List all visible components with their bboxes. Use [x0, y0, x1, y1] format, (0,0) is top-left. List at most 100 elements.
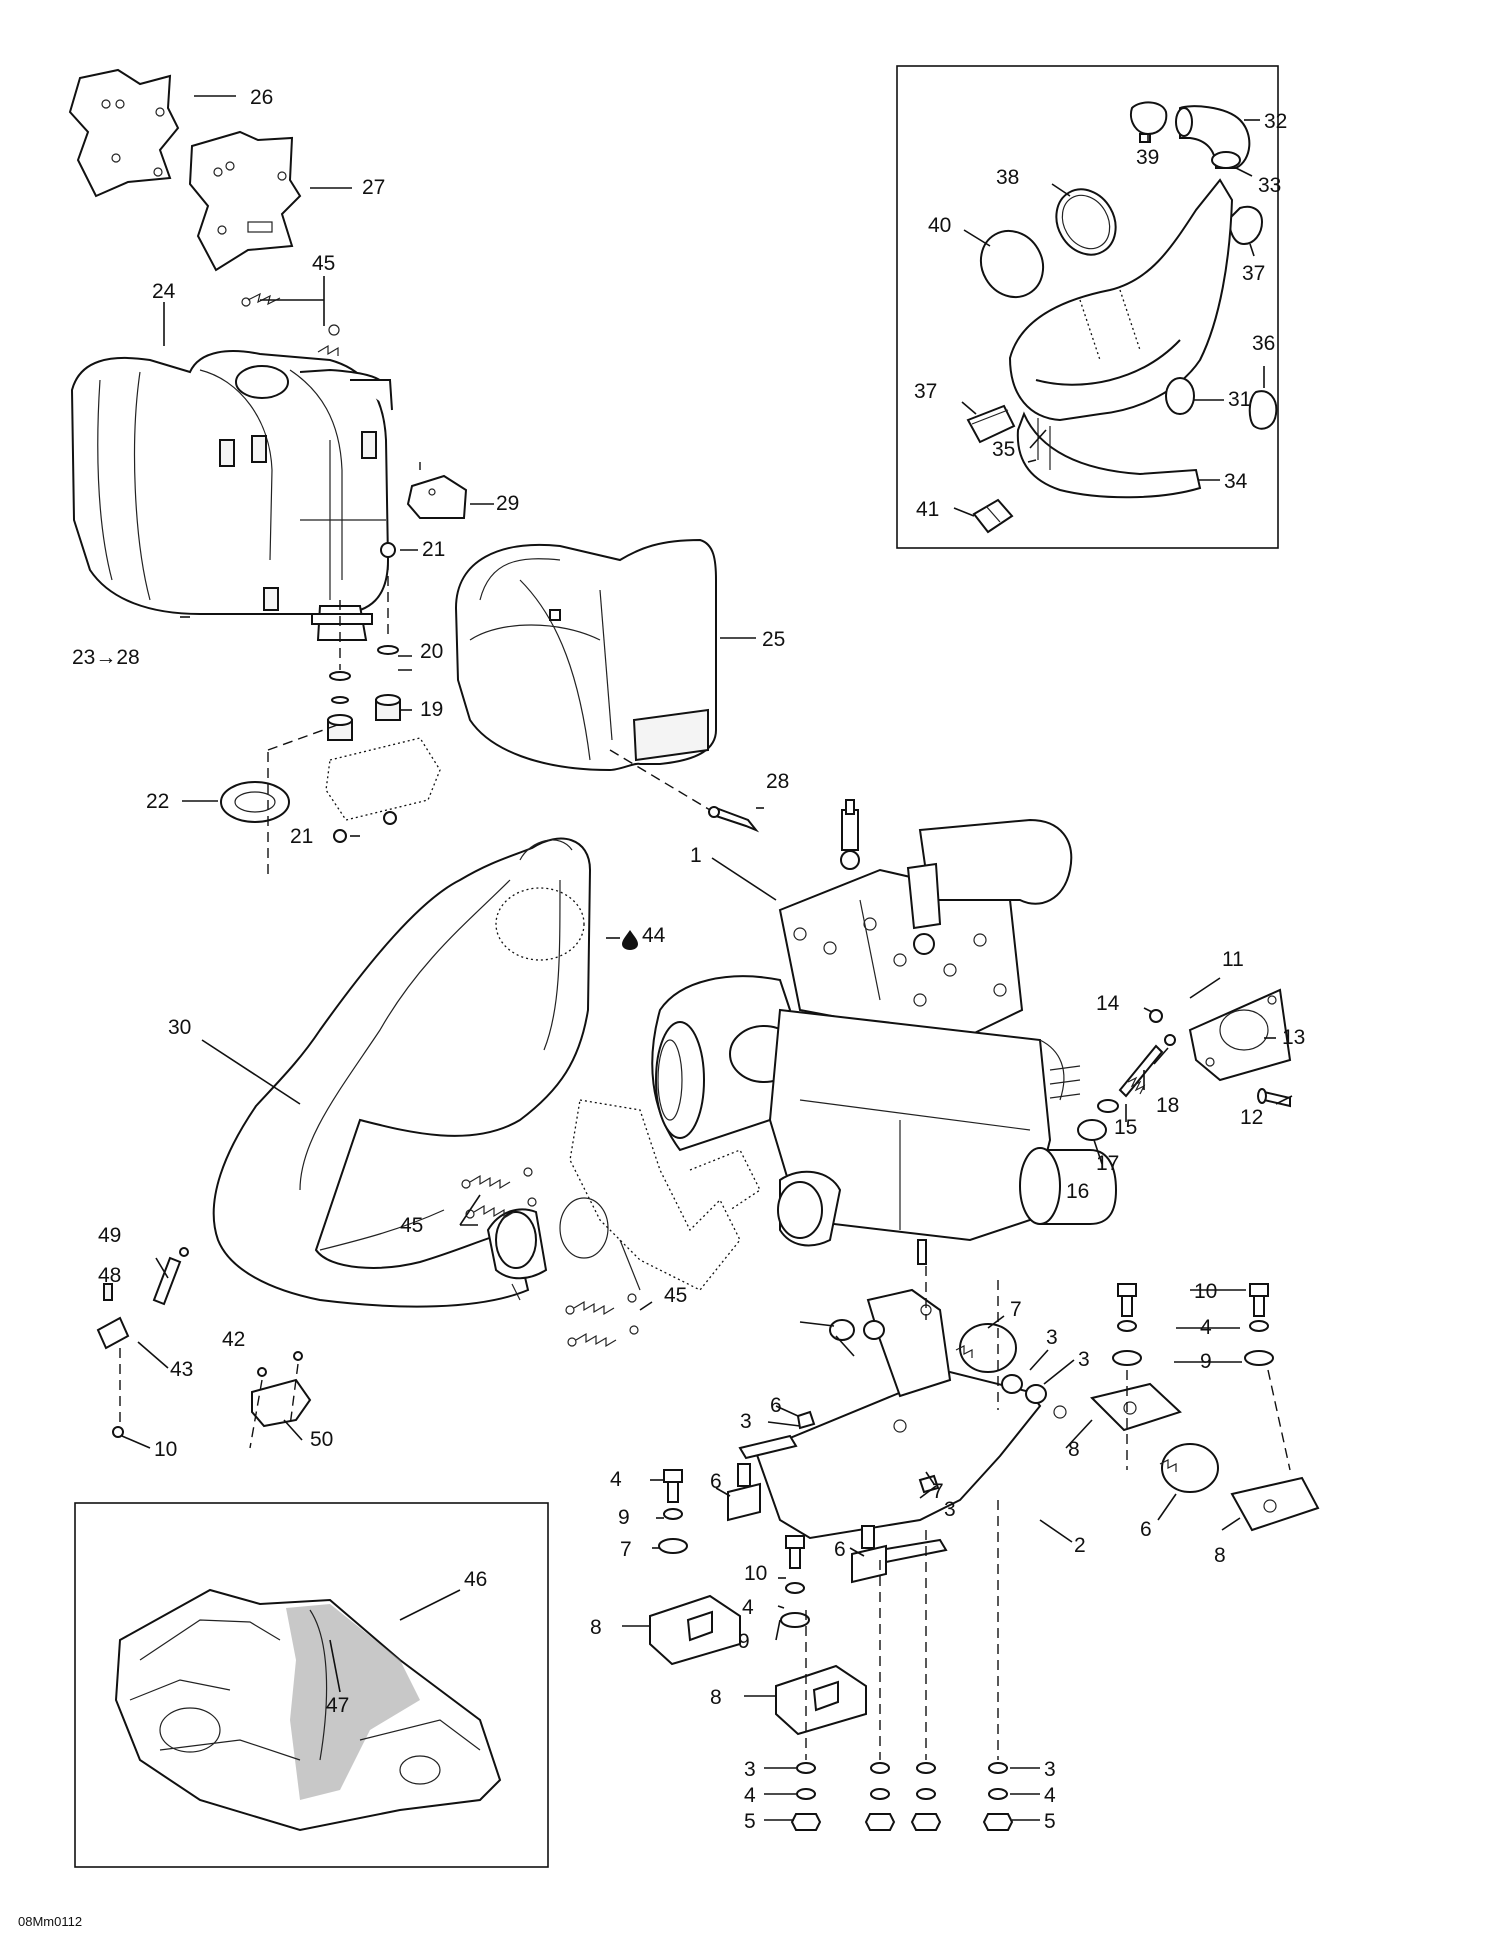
- heat-shield-assembly: [114, 1588, 502, 1832]
- muffler-24: [70, 350, 393, 641]
- callout-label: 47: [326, 1694, 349, 1717]
- callout-label: 34: [1224, 470, 1248, 493]
- leader-28-dash: [609, 749, 711, 811]
- bracket-42: [249, 1351, 312, 1449]
- callout-label: 32: [1264, 110, 1287, 133]
- ring-38: [1055, 188, 1117, 256]
- callout-label: 20: [420, 640, 443, 663]
- left-pipe-hardware: [96, 1247, 189, 1438]
- callout-label: 44: [642, 924, 666, 947]
- tension-parts-12-18: [1077, 1009, 1291, 1141]
- clamp-37-left: [966, 404, 1016, 444]
- callout-label: 18: [1156, 1094, 1179, 1117]
- spring-pair-45-lower: [565, 1293, 639, 1348]
- bolt-stack-left: [658, 1469, 810, 1628]
- callout-label: 46: [464, 1568, 487, 1591]
- muffler-mount-hardware: [220, 462, 441, 880]
- clamp-37-top: [1228, 205, 1264, 246]
- pad-41: [972, 498, 1014, 534]
- spring-pair-45-middle: [461, 1167, 537, 1220]
- callout-label: 5: [1044, 1810, 1056, 1833]
- callout-label: 4: [742, 1596, 754, 1619]
- callout-label: 45: [664, 1284, 687, 1307]
- callout-label: 4: [744, 1784, 756, 1807]
- callout-label: 25: [762, 628, 785, 651]
- callout-label: 14: [1096, 992, 1120, 1015]
- callout-label: 23→28: [72, 646, 140, 669]
- coupler-32-33: [1175, 105, 1251, 169]
- callout-label: 7: [620, 1538, 632, 1561]
- callout-label: 10: [1194, 1280, 1217, 1303]
- callout-label: 22: [146, 790, 169, 813]
- callout-label: 31: [1228, 388, 1251, 411]
- callout-label: 4: [1200, 1316, 1212, 1339]
- callout-label: 1: [690, 844, 702, 867]
- clamp-36: [1248, 390, 1278, 430]
- callout-label: 41: [916, 498, 939, 521]
- muffler-cover-25: [454, 538, 717, 772]
- engine-rubber-mounts: [727, 1319, 1219, 1584]
- callout-label: 3: [744, 1758, 756, 1781]
- callout-label: 36: [1252, 332, 1275, 355]
- callout-label: 10: [744, 1562, 767, 1585]
- callout-label: 43: [170, 1358, 193, 1381]
- bolt-28: [708, 806, 760, 833]
- gasket-27: [188, 130, 302, 272]
- callout-label: 4: [1044, 1784, 1056, 1807]
- callout-label: 12: [1240, 1106, 1263, 1129]
- callout-label: 7: [932, 1480, 944, 1503]
- leader-lines: [121, 95, 1293, 1821]
- tuned-pipe-31: [1008, 178, 1234, 422]
- callout-label: 2: [1074, 1534, 1086, 1557]
- callout-label: 10: [154, 1438, 177, 1461]
- callout-label: 26: [250, 86, 273, 109]
- oil-drop-icon: [622, 930, 638, 950]
- callout-label: 38: [996, 166, 1019, 189]
- callout-label: 8: [1214, 1544, 1226, 1567]
- callout-label: 19: [420, 698, 443, 721]
- callout-label: 21: [422, 538, 445, 561]
- callout-label: 45: [400, 1214, 423, 1237]
- callout-label: 6: [770, 1394, 782, 1417]
- callout-label: 8: [1068, 1438, 1080, 1461]
- inset-box-heat-shield: [74, 1502, 549, 1868]
- tuned-pipe-30: [212, 837, 592, 1308]
- gasket-26: [68, 68, 180, 198]
- callout-label: 24: [152, 280, 176, 303]
- callout-label: 39: [1136, 146, 1159, 169]
- callout-label: 3: [1078, 1348, 1090, 1371]
- engine-support-2: [738, 1288, 1067, 1564]
- callout-label: 11: [1222, 948, 1244, 971]
- callout-label: 37: [914, 380, 937, 403]
- callout-label: 28: [766, 770, 789, 793]
- callout-label: 7: [1010, 1298, 1022, 1321]
- callout-label: 8: [590, 1616, 602, 1639]
- callout-label: 4: [610, 1468, 622, 1491]
- callout-label: 27: [362, 176, 385, 199]
- callout-label: 3: [944, 1498, 956, 1521]
- heat-shield-34-35: [1016, 411, 1202, 499]
- drawing-code: 08Mm0112: [18, 1914, 82, 1929]
- callout-label: 9: [738, 1630, 750, 1653]
- spring-pair-45-top: [241, 292, 340, 356]
- callout-label: 6: [834, 1538, 846, 1561]
- callout-label: 42: [222, 1328, 245, 1351]
- bolt-stack-right: [1112, 1283, 1291, 1471]
- callout-label: 17: [1096, 1152, 1119, 1175]
- callout-label: 30: [168, 1016, 191, 1039]
- callout-label: 9: [1200, 1350, 1212, 1373]
- callout-label: 8: [710, 1686, 722, 1709]
- callout-label: 6: [710, 1470, 722, 1493]
- callout-labels: 26 27 24 45 29 21 20 19 22 21 23→28 25 2…: [72, 86, 1305, 1833]
- callout-label: 5: [744, 1810, 756, 1833]
- clamp-39: [1130, 101, 1168, 143]
- callout-label: 45: [312, 252, 335, 275]
- callout-label: 9: [618, 1506, 630, 1529]
- callout-label: 50: [310, 1428, 333, 1451]
- callout-label: 40: [928, 214, 951, 237]
- engine-plate-11: [1188, 988, 1292, 1082]
- callout-label: 3: [740, 1410, 752, 1433]
- callout-label: 48: [98, 1264, 121, 1287]
